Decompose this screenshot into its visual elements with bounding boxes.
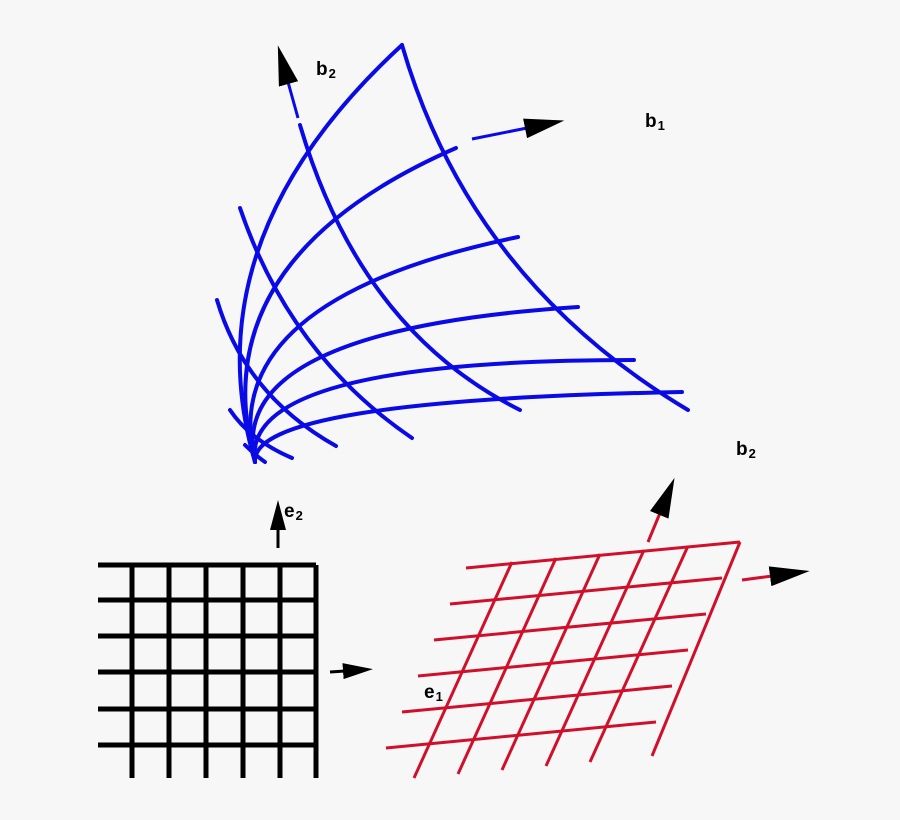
b1-sheared-arrow xyxy=(741,566,810,587)
sheared-grid-line xyxy=(456,557,558,775)
sheared-grid xyxy=(385,540,742,779)
b1-tangent-arrow xyxy=(471,118,565,141)
map-arrow-icon xyxy=(329,663,373,680)
curved-grid-line xyxy=(252,390,684,464)
curved-grid-line xyxy=(237,43,404,464)
b2-label-top: b2 xyxy=(316,59,336,81)
sheared-grid-line xyxy=(650,541,742,757)
e2-label: e2 xyxy=(284,501,303,523)
b2-label-right: b2 xyxy=(736,439,756,461)
curved-grid-line xyxy=(400,43,690,412)
sheared-grid-line xyxy=(588,545,690,763)
sheared-grid-line xyxy=(500,553,602,771)
b2-tangent-arrow xyxy=(277,45,300,119)
sheared-grid-line xyxy=(417,648,689,678)
curved-coordinate-grid xyxy=(215,43,690,464)
b1-label: b1 xyxy=(645,111,665,133)
curved-grid-line xyxy=(298,123,522,412)
curved-grid-line xyxy=(215,298,338,448)
sheared-grid-line xyxy=(412,561,514,779)
sheared-grid-line xyxy=(544,549,646,767)
b2-sheared-arrow xyxy=(646,477,675,543)
curved-grid-line xyxy=(243,443,267,464)
regular-cartesian-grid xyxy=(98,562,319,778)
curved-grid-line xyxy=(252,358,636,464)
curved-grid-line xyxy=(243,146,458,464)
sheared-grid-line xyxy=(465,540,741,570)
curved-grid-line xyxy=(238,206,414,440)
curved-grid-line xyxy=(248,235,520,464)
e1-label: e1 xyxy=(424,682,443,704)
curved-grid-line xyxy=(228,408,294,460)
